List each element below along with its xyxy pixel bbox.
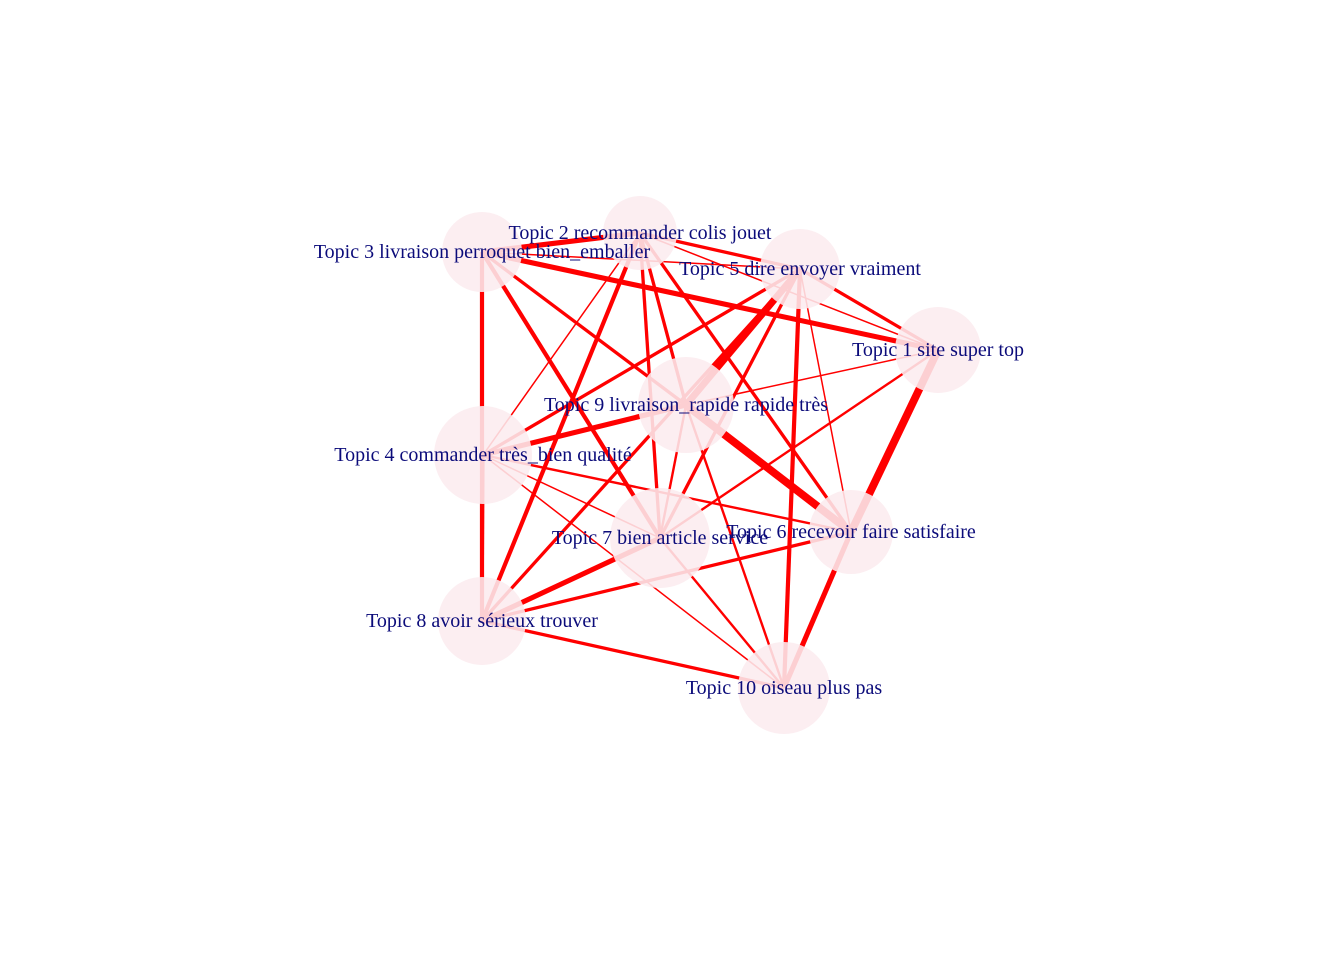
edge-t1-t7 [659, 349, 939, 539]
edge-t5-t8 [480, 267, 802, 623]
node-t4 [434, 406, 532, 504]
edge-t3-t7 [480, 250, 662, 540]
node-t7 [610, 488, 710, 588]
node-label-t2: Topic 2 recommander colis jouet [509, 222, 772, 244]
edge-t9-t10 [684, 404, 786, 689]
node-label-t10: Topic 10 oiseau plus pas [686, 677, 883, 699]
edge-t5-t6 [799, 268, 852, 533]
node-label-t4: Topic 4 commander très_bien qualité [334, 444, 632, 466]
label-layer: Topic 1 site super top Topic 2 recommande… [314, 222, 1024, 699]
edge-t2-t6 [638, 232, 853, 533]
node-t2 [603, 196, 677, 270]
node-label-t5: Topic 5 dire envoyer vraiment [679, 258, 921, 280]
node-label-t9: Topic 9 livraison_rapide rapide très [544, 394, 828, 416]
node-label-t8: Topic 8 avoir sérieux trouver [366, 610, 598, 632]
edge-t5-t10 [781, 268, 803, 689]
edge-t5-t4 [482, 267, 801, 457]
edge-t3-t1 [481, 249, 939, 353]
node-t8 [438, 577, 526, 665]
node-layer [434, 196, 981, 734]
edge-t2-t8 [480, 232, 642, 622]
node-label-t7: Topic 7 bien article service [552, 527, 768, 549]
edge-t8-t10 [481, 619, 785, 690]
node-t10 [738, 642, 830, 734]
node-t9 [638, 357, 734, 453]
node-label-t6: Topic 6 recevoir faire satisfaire [726, 521, 976, 543]
node-t1 [895, 307, 981, 393]
node-t5 [760, 229, 840, 309]
node-label-t3: Topic 3 livraison perroquet bien_emballe… [314, 241, 651, 263]
node-t6 [809, 490, 893, 574]
edge-layer [479, 230, 942, 690]
node-t3 [442, 212, 522, 292]
node-label-t1: Topic 1 site super top [852, 339, 1024, 361]
